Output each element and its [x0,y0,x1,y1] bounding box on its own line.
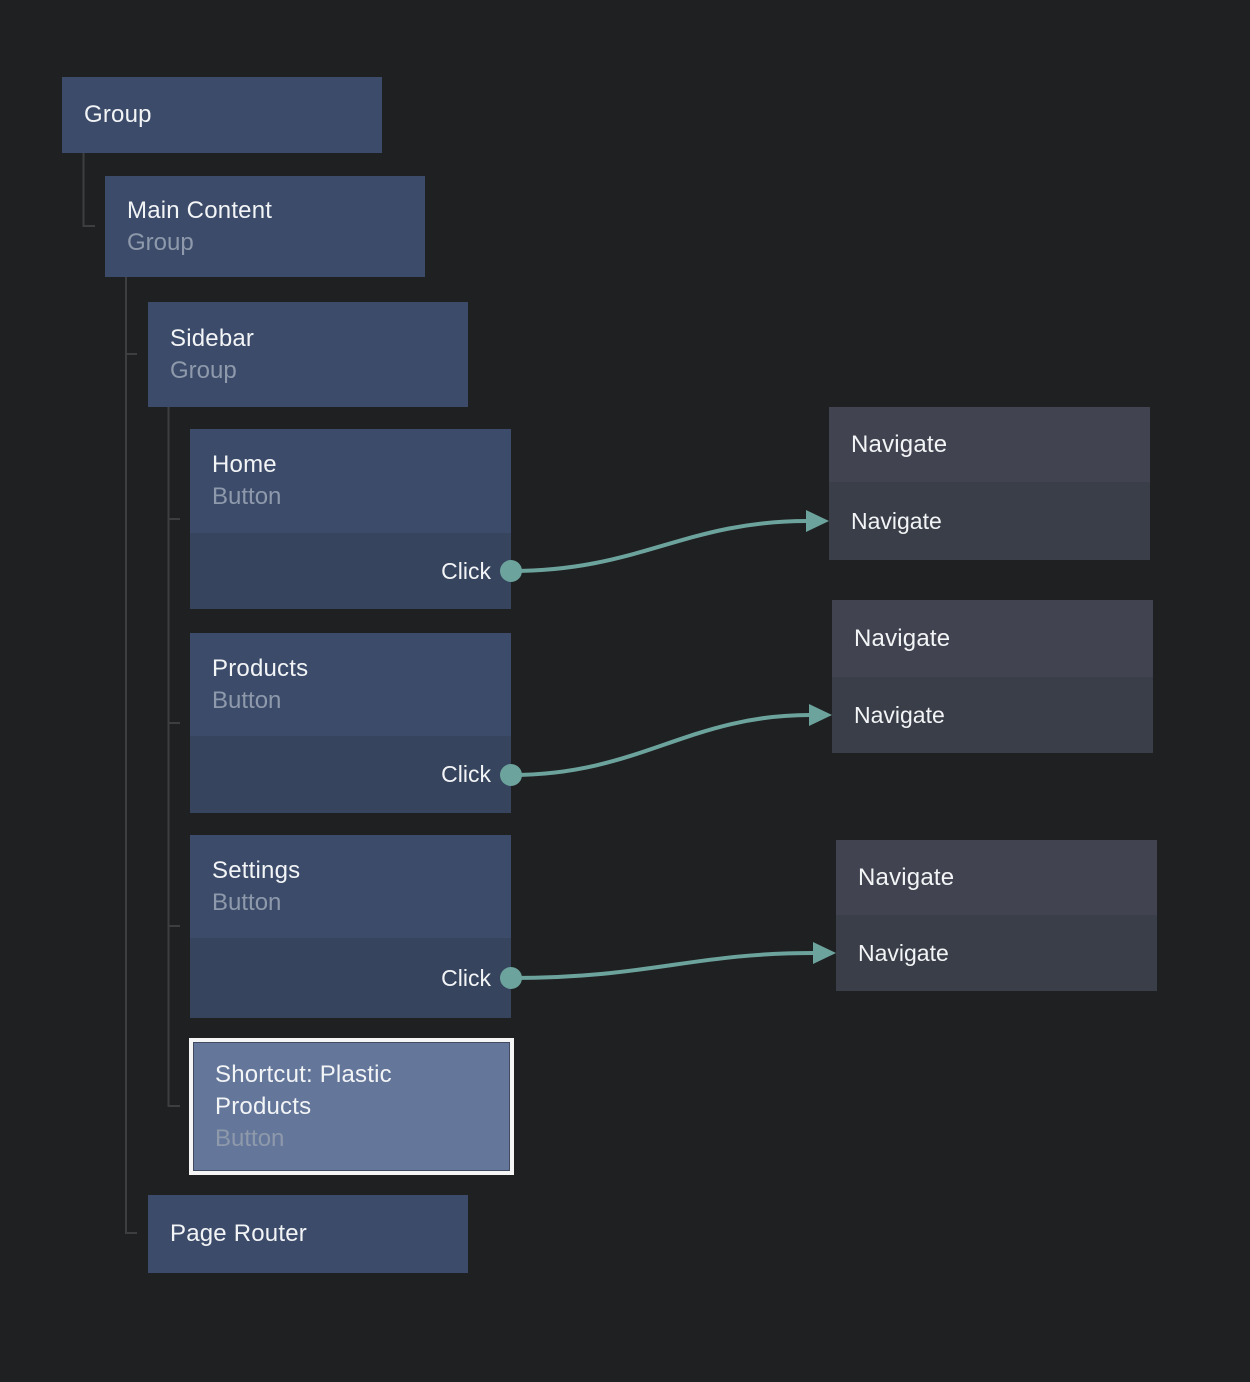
node-title: Page Router [170,1220,307,1247]
input-port-label: Navigate [858,939,949,966]
node-group[interactable]: Group [62,77,382,153]
node-subtitle: Button [215,1124,285,1152]
node-title: Main Content [127,196,273,224]
output-port-label: Click [441,964,491,991]
node-title: Home [212,451,277,478]
node-navigate-2[interactable]: Navigate Navigate [832,600,1153,753]
node-title: Shortcut: Plastic Products [215,1060,392,1120]
node-subtitle: Button [212,686,282,714]
output-port-label: Click [441,557,491,584]
connection-products-click-navigate[interactable] [510,704,832,777]
node-subtitle: Button [212,888,282,916]
node-navigate-1[interactable]: Navigate Navigate [829,407,1150,560]
input-port-row-navigate-3[interactable]: Navigate [836,915,1157,991]
node-sidebar[interactable]: Sidebar Group [148,302,468,407]
node-navigate-3[interactable]: Navigate Navigate [836,840,1157,991]
input-port-label: Navigate [854,701,945,728]
node-subtitle: Button [212,483,282,510]
node-title: Group [84,101,152,128]
node-title: Navigate [854,624,951,652]
arrowhead-icon [809,704,832,726]
input-port-label: Navigate [851,507,942,534]
node-shortcut-plastic-products[interactable]: Shortcut: Plastic Products Button [189,1038,514,1175]
output-port-row-home[interactable]: Click [190,533,511,609]
node-title: Navigate [851,430,948,458]
input-port-row-navigate-1[interactable]: Navigate [829,482,1150,560]
node-home[interactable]: Home Button Click [190,429,511,609]
node-title: Settings [212,856,301,884]
arrowhead-icon [813,942,836,964]
node-main-content[interactable]: Main Content Group [105,176,425,277]
arrowhead-icon [806,510,829,532]
node-subtitle: Group [170,356,237,384]
node-page-router[interactable]: Page Router [148,1195,468,1273]
node-settings[interactable]: Settings Button Click [190,835,511,1018]
node-products[interactable]: Products Button Click [190,633,511,813]
output-port-label: Click [441,761,491,787]
connection-home-click-navigate[interactable] [510,510,829,573]
output-port-row-settings[interactable]: Click [190,938,511,1018]
input-port-row-navigate-2[interactable]: Navigate [832,677,1153,753]
connection-settings-click-navigate[interactable] [510,942,836,980]
output-port-row-products[interactable]: Click [190,736,511,813]
node-title: Navigate [858,863,955,891]
node-title: Sidebar [170,324,255,352]
node-subtitle: Group [127,228,194,256]
node-title: Products [212,654,309,682]
